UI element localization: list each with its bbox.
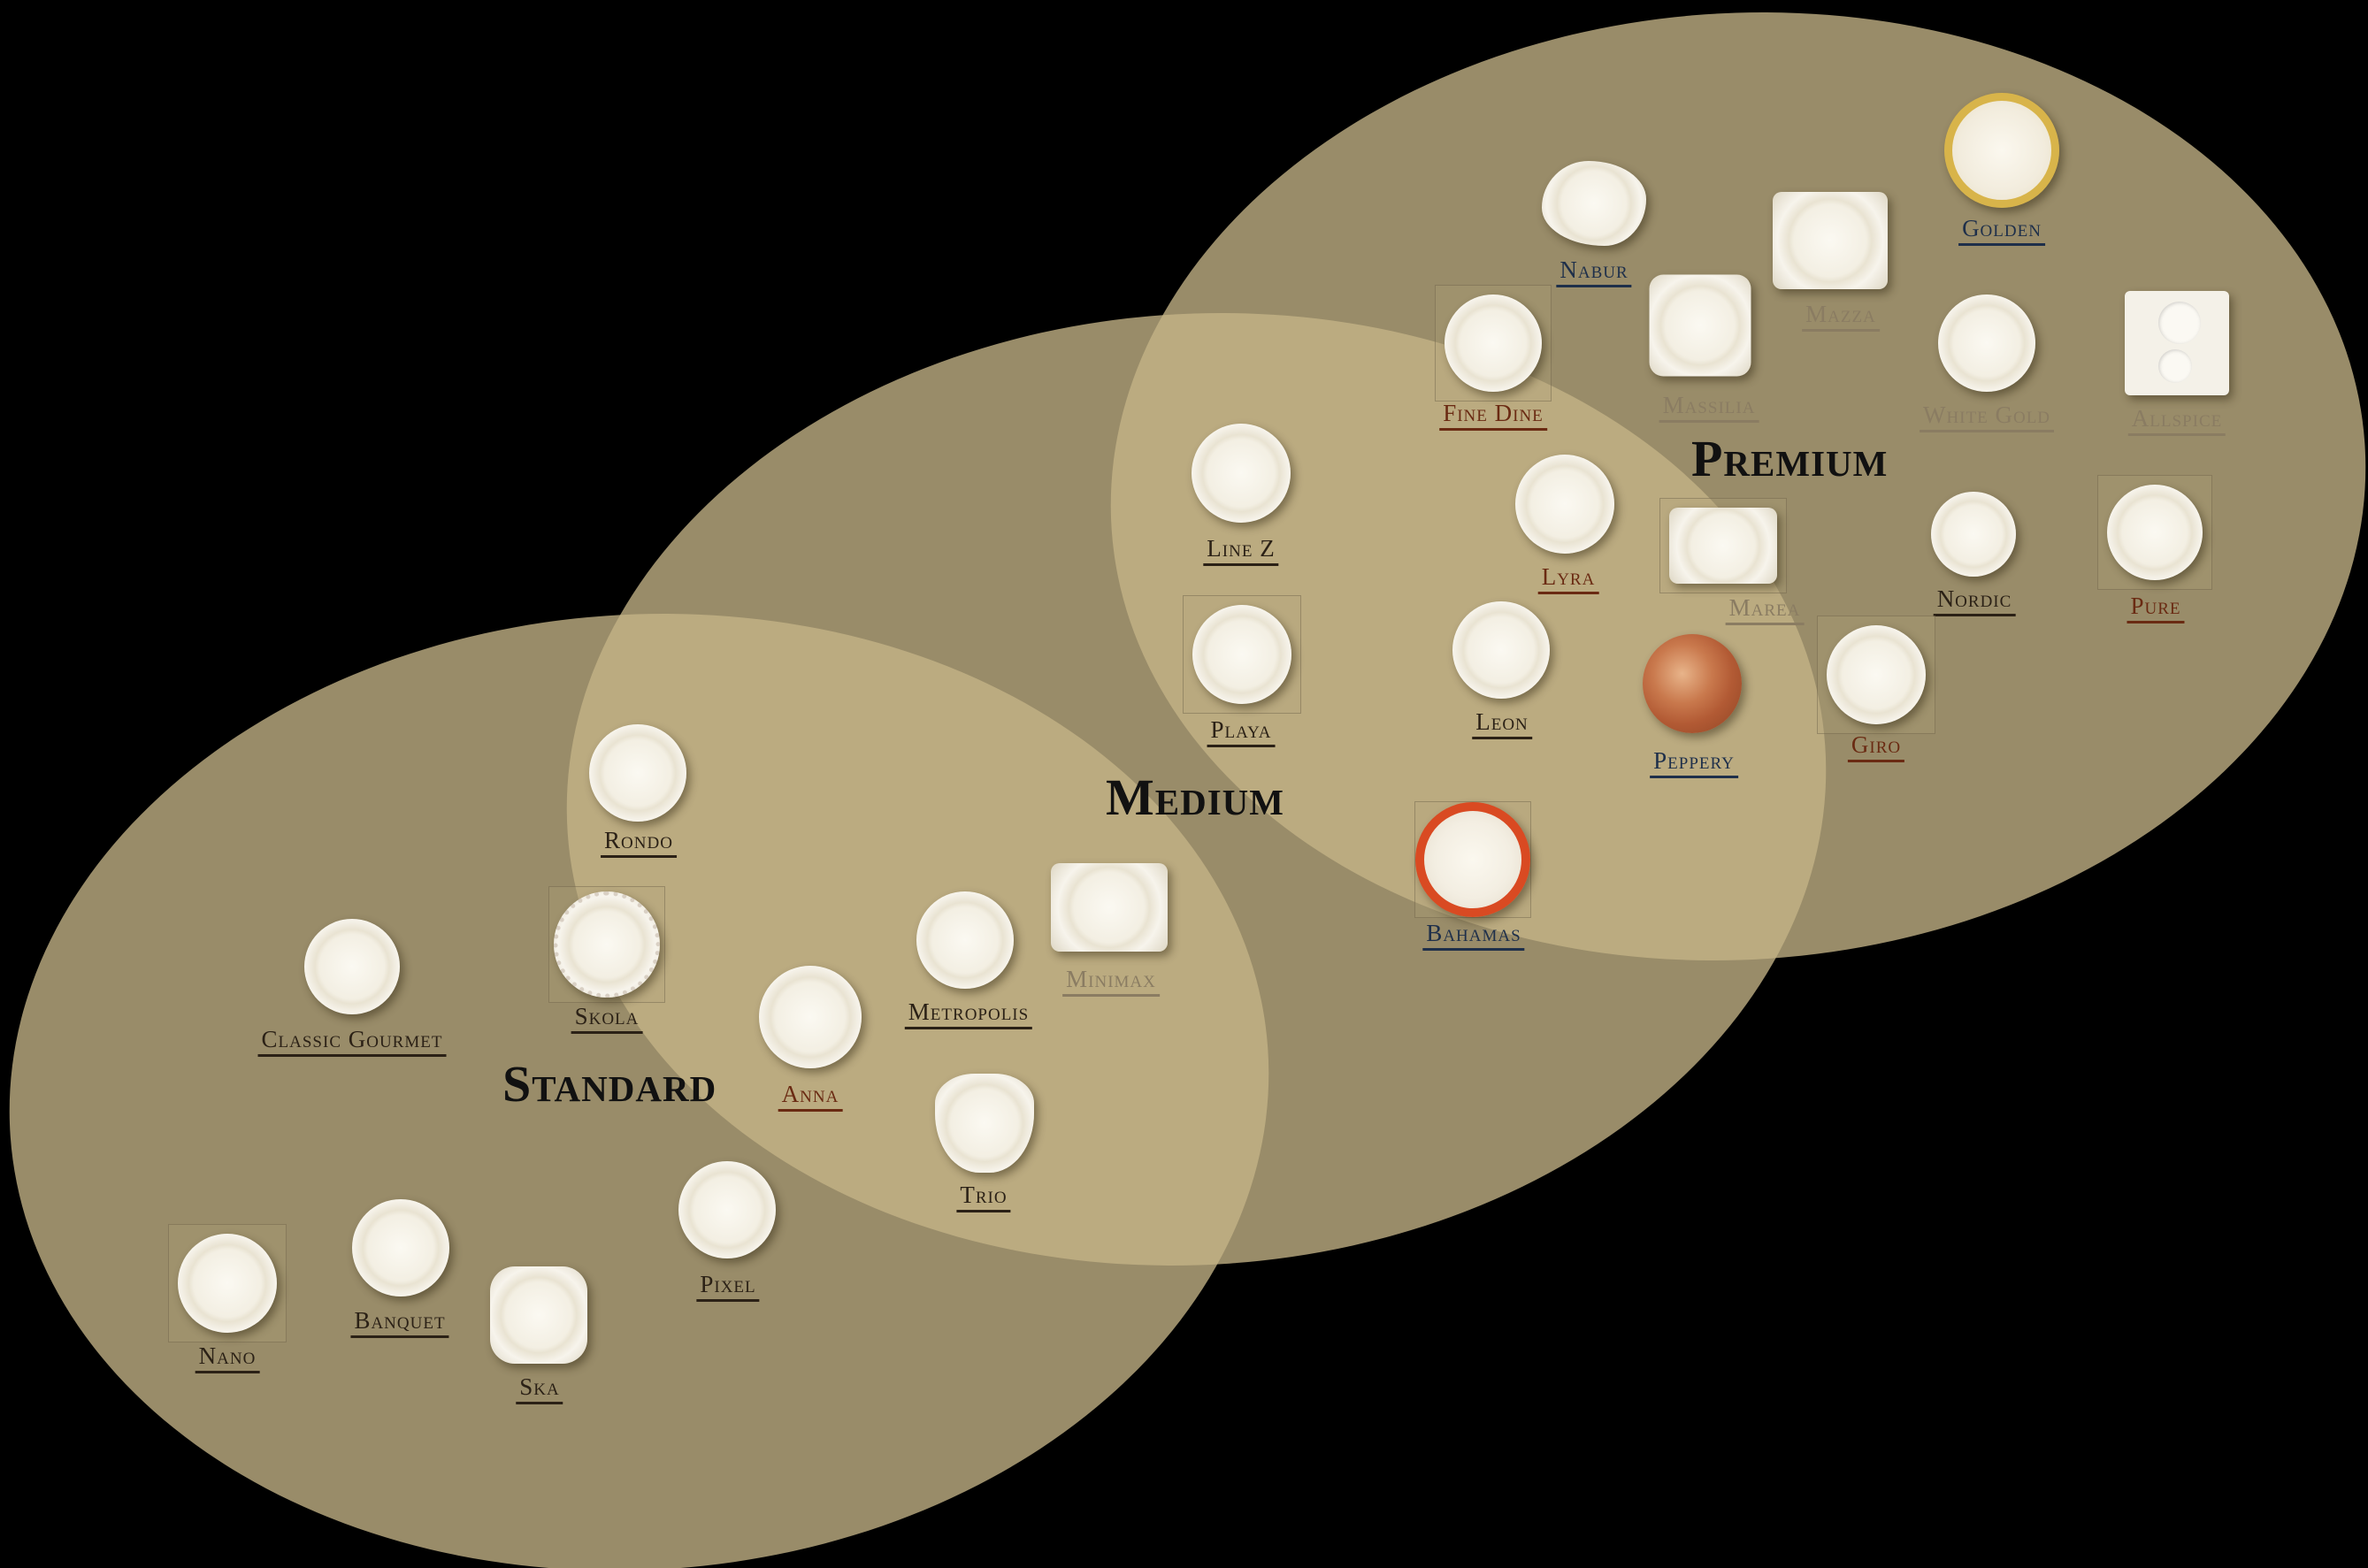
- product-thumbnail-frame[interactable]: [2125, 291, 2229, 395]
- product-link-allspice[interactable]: Allspice: [2127, 405, 2226, 436]
- category-title-medium: Medium: [1106, 769, 1284, 826]
- product-thumbnail-frame[interactable]: [1542, 161, 1646, 246]
- product-link-white-gold[interactable]: White Gold: [1919, 402, 2055, 432]
- product-thumbnail-frame[interactable]: [1931, 492, 2016, 577]
- plate-image-nano[interactable]: [178, 1234, 277, 1333]
- plate-image-bahamas[interactable]: [1415, 802, 1530, 917]
- product-link-ska[interactable]: Ska: [516, 1373, 563, 1404]
- product-link-fine-dine[interactable]: Fine Dine: [1439, 400, 1547, 431]
- product-link-peppery[interactable]: Peppery: [1650, 747, 1738, 778]
- product-link-trio[interactable]: Trio: [956, 1182, 1011, 1212]
- product-link-nabur[interactable]: Nabur: [1556, 256, 1632, 287]
- product-thumbnail-frame[interactable]: [1938, 294, 2035, 392]
- product-link-nordic[interactable]: Nordic: [1933, 585, 2016, 616]
- product-thumbnail-frame[interactable]: [490, 1266, 587, 1364]
- product-thumbnail-frame[interactable]: [589, 724, 686, 822]
- product-thumbnail-frame[interactable]: [1659, 498, 1787, 593]
- product-thumbnail-frame[interactable]: [2097, 475, 2212, 590]
- plate-image-massilia[interactable]: [1649, 274, 1751, 377]
- plate-image-peppery[interactable]: [1643, 634, 1742, 733]
- plate-image-fine-dine[interactable]: [1445, 294, 1542, 392]
- plate-image-mazza[interactable]: [1773, 192, 1888, 289]
- product-thumbnail-frame[interactable]: [168, 1224, 287, 1342]
- product-link-mazza[interactable]: Mazza: [1802, 301, 1880, 332]
- product-link-minimax[interactable]: Minimax: [1062, 966, 1160, 997]
- product-thumbnail-frame[interactable]: [1051, 863, 1168, 952]
- product-thumbnail-frame[interactable]: [1773, 192, 1888, 289]
- product-thumbnail-frame[interactable]: [304, 919, 400, 1014]
- product-thumbnail-frame[interactable]: [548, 886, 665, 1003]
- plate-image-metropolis[interactable]: [916, 891, 1014, 989]
- product-link-playa[interactable]: Playa: [1207, 716, 1276, 747]
- product-link-pixel[interactable]: Pixel: [696, 1271, 760, 1302]
- plate-image-ska[interactable]: [490, 1266, 587, 1364]
- plate-image-nordic[interactable]: [1931, 492, 2016, 577]
- product-link-metropolis[interactable]: Metropolis: [904, 998, 1033, 1029]
- plate-image-minimax[interactable]: [1051, 863, 1168, 952]
- product-thumbnail-frame[interactable]: [1452, 601, 1550, 699]
- product-thumbnail-frame[interactable]: [1944, 93, 2059, 208]
- product-thumbnail-frame[interactable]: [1817, 616, 1935, 734]
- product-link-giro[interactable]: Giro: [1847, 731, 1905, 762]
- plate-image-white-gold[interactable]: [1938, 294, 2035, 392]
- product-link-rondo[interactable]: Rondo: [601, 827, 677, 858]
- product-link-bahamas[interactable]: Bahamas: [1422, 920, 1525, 951]
- product-link-banquet[interactable]: Banquet: [350, 1307, 449, 1338]
- plate-image-nabur[interactable]: [1542, 161, 1646, 246]
- product-link-classic-gourmet[interactable]: Classic Gourmet: [257, 1026, 447, 1057]
- product-thumbnail-frame[interactable]: [352, 1199, 449, 1296]
- plate-image-line-z[interactable]: [1192, 424, 1291, 523]
- product-thumbnail-frame[interactable]: [1435, 285, 1552, 402]
- plate-image-rondo[interactable]: [589, 724, 686, 822]
- product-link-line-z[interactable]: Line Z: [1203, 535, 1279, 566]
- category-title-premium: Premium: [1691, 430, 1889, 487]
- plate-image-anna[interactable]: [759, 966, 862, 1068]
- plate-image-marea[interactable]: [1669, 508, 1777, 584]
- plate-image-pixel[interactable]: [678, 1161, 776, 1258]
- plate-image-pure[interactable]: [2107, 485, 2203, 580]
- product-thumbnail-frame[interactable]: [1515, 455, 1614, 554]
- category-title-standard: Standard: [502, 1055, 717, 1113]
- plate-image-banquet[interactable]: [352, 1199, 449, 1296]
- product-thumbnail-frame[interactable]: [1643, 634, 1742, 733]
- plate-image-golden[interactable]: [1944, 93, 2059, 208]
- product-link-massilia[interactable]: Massilia: [1659, 392, 1759, 423]
- product-link-golden[interactable]: Golden: [1958, 215, 2045, 246]
- product-link-leon[interactable]: Leon: [1472, 708, 1532, 739]
- plate-image-classic-gourmet[interactable]: [304, 919, 400, 1014]
- product-thumbnail-frame[interactable]: [935, 1074, 1034, 1173]
- product-link-marea[interactable]: Marea: [1725, 594, 1805, 625]
- product-link-skola[interactable]: Skola: [571, 1003, 643, 1034]
- product-thumbnail-frame[interactable]: [678, 1161, 776, 1258]
- product-link-pure[interactable]: Pure: [2127, 593, 2185, 623]
- product-link-anna[interactable]: Anna: [778, 1081, 843, 1112]
- product-link-nano[interactable]: Nano: [195, 1342, 260, 1373]
- product-link-lyra[interactable]: Lyra: [1537, 563, 1599, 594]
- plate-image-skola[interactable]: [554, 891, 660, 998]
- plate-image-playa[interactable]: [1192, 605, 1291, 704]
- plate-image-leon[interactable]: [1452, 601, 1550, 699]
- plate-image-allspice[interactable]: [2125, 291, 2229, 395]
- plate-image-lyra[interactable]: [1515, 455, 1614, 554]
- product-thumbnail-frame[interactable]: [1414, 801, 1531, 918]
- product-thumbnail-frame[interactable]: [916, 891, 1014, 989]
- product-thumbnail-frame[interactable]: [1183, 595, 1301, 714]
- product-thumbnail-frame[interactable]: [759, 966, 862, 1068]
- product-thumbnail-frame[interactable]: [1649, 274, 1751, 377]
- plate-image-giro[interactable]: [1827, 625, 1926, 724]
- product-thumbnail-frame[interactable]: [1192, 424, 1291, 523]
- plate-image-trio[interactable]: [935, 1074, 1034, 1173]
